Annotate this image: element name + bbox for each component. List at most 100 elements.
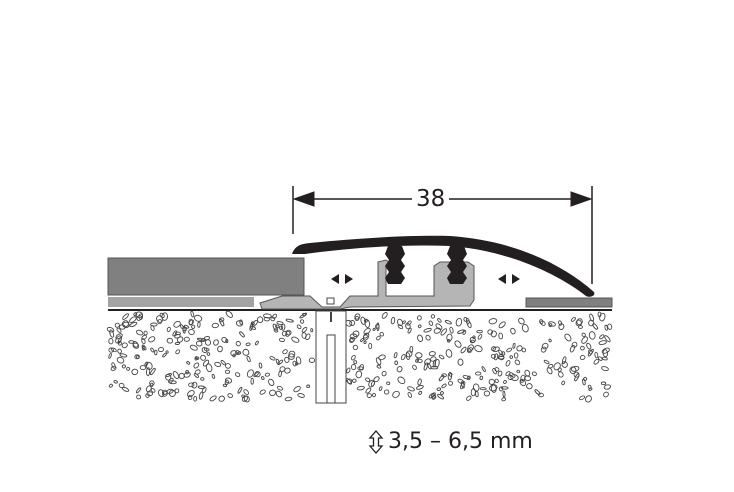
pebble bbox=[121, 342, 128, 349]
pebble bbox=[288, 350, 296, 358]
pebble bbox=[538, 392, 544, 398]
pebble bbox=[479, 375, 484, 381]
pebble bbox=[193, 373, 199, 378]
pebble bbox=[268, 378, 275, 387]
pebble bbox=[148, 336, 156, 343]
pebble bbox=[601, 366, 609, 372]
pebble bbox=[258, 362, 263, 369]
pebble bbox=[161, 312, 168, 321]
pebble bbox=[141, 345, 145, 351]
pebble bbox=[368, 342, 373, 350]
pebble bbox=[531, 371, 537, 377]
arrow-right-icon bbox=[570, 191, 593, 207]
pebble bbox=[191, 381, 198, 389]
pebble bbox=[200, 377, 205, 381]
cover-profile bbox=[292, 235, 595, 297]
pebble bbox=[121, 320, 130, 328]
pebble bbox=[173, 320, 181, 328]
pebble bbox=[521, 347, 527, 353]
pebble bbox=[428, 392, 436, 399]
pebble bbox=[172, 370, 180, 380]
pebble bbox=[582, 378, 586, 386]
pebble bbox=[232, 353, 236, 358]
pebble bbox=[381, 370, 387, 377]
pebble bbox=[580, 345, 585, 351]
pebble bbox=[295, 356, 302, 365]
pebble bbox=[428, 351, 436, 357]
pebble bbox=[135, 387, 142, 394]
pebble bbox=[346, 367, 351, 374]
pebble bbox=[113, 380, 118, 384]
pebble bbox=[145, 385, 152, 392]
pebble bbox=[437, 318, 442, 323]
pebble bbox=[150, 322, 158, 327]
pebble bbox=[217, 345, 223, 353]
pebble bbox=[187, 394, 193, 401]
pebble bbox=[220, 359, 226, 366]
pebble bbox=[218, 395, 225, 402]
pebble bbox=[479, 387, 487, 391]
pebble bbox=[548, 321, 556, 327]
pebble bbox=[234, 372, 241, 377]
pebble bbox=[111, 362, 116, 369]
pebble bbox=[406, 320, 412, 326]
pebble bbox=[599, 334, 605, 340]
pebble bbox=[455, 317, 463, 327]
pebble bbox=[588, 331, 596, 340]
pebble bbox=[541, 342, 549, 350]
pebble bbox=[440, 328, 448, 336]
pebble bbox=[354, 313, 361, 320]
pebble bbox=[579, 354, 586, 361]
pebble bbox=[543, 359, 550, 365]
pebble bbox=[277, 359, 284, 365]
pebble bbox=[570, 316, 576, 322]
pebble bbox=[206, 352, 211, 356]
pebble bbox=[119, 353, 128, 358]
pebble bbox=[117, 348, 122, 354]
pebble bbox=[165, 350, 169, 354]
pebble bbox=[306, 384, 311, 389]
pebble bbox=[603, 384, 612, 390]
pebble bbox=[405, 352, 411, 360]
pebble bbox=[494, 367, 500, 372]
pebble bbox=[364, 319, 371, 328]
pebble bbox=[472, 383, 480, 392]
pebble bbox=[498, 349, 504, 356]
pebble bbox=[250, 377, 254, 385]
pebble bbox=[263, 317, 270, 322]
pebble bbox=[273, 328, 279, 333]
pebble bbox=[444, 319, 452, 325]
pebble bbox=[585, 395, 592, 403]
pebble bbox=[366, 393, 372, 398]
pebble bbox=[507, 375, 514, 380]
pebble bbox=[400, 354, 406, 361]
pebble bbox=[474, 345, 483, 353]
pebble bbox=[291, 336, 300, 343]
pebble bbox=[269, 356, 276, 361]
pebble bbox=[569, 366, 577, 374]
pebble bbox=[417, 324, 422, 329]
pebble bbox=[446, 333, 453, 342]
anchor-ribs bbox=[385, 246, 467, 284]
pebble bbox=[288, 353, 295, 360]
pebble bbox=[519, 378, 527, 387]
pebble bbox=[261, 376, 265, 381]
pebble bbox=[466, 375, 471, 381]
pebble bbox=[281, 330, 288, 337]
pebble bbox=[607, 323, 613, 330]
pebble bbox=[466, 320, 472, 329]
pebble bbox=[239, 331, 245, 338]
pebble bbox=[282, 349, 288, 355]
pebble bbox=[356, 385, 365, 391]
pebble bbox=[436, 387, 442, 391]
pebble bbox=[190, 310, 195, 318]
pebble bbox=[174, 334, 181, 339]
pebble bbox=[579, 395, 586, 401]
pebble bbox=[194, 356, 200, 360]
pebble bbox=[505, 371, 511, 377]
pebble bbox=[417, 315, 422, 321]
pebble bbox=[193, 362, 200, 369]
left-floor-covering bbox=[107, 257, 305, 296]
pebble bbox=[203, 335, 211, 341]
